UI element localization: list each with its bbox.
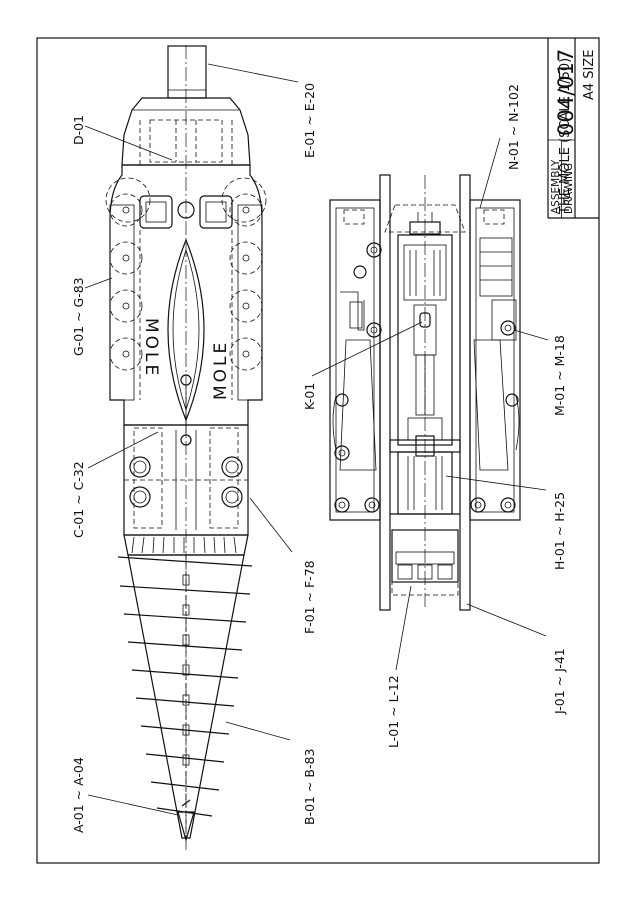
drill-cone bbox=[127, 554, 245, 839]
title-block: THE MOLE (SCALE 1/50) ASSEMBLY DRAWING 0… bbox=[547, 38, 599, 219]
rear-cap bbox=[121, 97, 251, 166]
label-e: E-01 ~ E-20 bbox=[302, 83, 317, 158]
label-m: M-01 ~ M-18 bbox=[552, 335, 567, 416]
wheel-set-right bbox=[229, 193, 263, 371]
drill-tip bbox=[177, 811, 195, 843]
side-rail-left bbox=[379, 174, 391, 611]
motor-box-right bbox=[199, 195, 233, 229]
wheel-set-left bbox=[109, 193, 143, 371]
label-n: N-01 ~ N-102 bbox=[506, 84, 521, 170]
mole-text-left: MOLE bbox=[141, 318, 161, 378]
label-b: B-01 ~ B-83 bbox=[302, 749, 317, 825]
side-rail-right bbox=[459, 174, 471, 611]
drawing-type-assembly: ASSEMBLY bbox=[550, 159, 562, 214]
label-d: D-01 bbox=[71, 115, 86, 145]
track-housing-left bbox=[329, 199, 381, 521]
label-l: L-01 ~ L-12 bbox=[386, 675, 401, 748]
cutter-box bbox=[391, 529, 459, 583]
paper-size: A4 SIZE bbox=[582, 49, 597, 100]
mole-side-view bbox=[329, 174, 521, 611]
sheet-number: 004/017 bbox=[554, 49, 578, 136]
central-cylinder bbox=[397, 234, 453, 446]
label-k: K-01 bbox=[302, 383, 317, 410]
mole-top-view: MOLE MOLE bbox=[105, 45, 267, 850]
center-bolt bbox=[177, 201, 195, 219]
part-labels: A-01 ~ A-04 B-01 ~ B-83 C-01 ~ C-32 D-01… bbox=[71, 83, 567, 833]
label-g: G-01 ~ G-83 bbox=[71, 277, 86, 356]
mole-text-right: MOLE bbox=[211, 340, 231, 400]
label-h: H-01 ~ H-25 bbox=[552, 492, 567, 570]
label-a: A-01 ~ A-04 bbox=[71, 757, 86, 833]
label-f: F-01 ~ F-78 bbox=[302, 560, 317, 634]
leader-lines bbox=[84, 63, 549, 816]
track-housing-right bbox=[469, 199, 521, 521]
drawing-title: THE MOLE (SCALE 1/50) bbox=[558, 58, 573, 215]
motor-box-left bbox=[139, 195, 173, 229]
screw-flights bbox=[117, 556, 253, 817]
drawing-frame bbox=[36, 37, 600, 864]
label-j: J-01 ~ J-41 bbox=[552, 648, 567, 715]
label-c: C-01 ~ C-32 bbox=[71, 461, 86, 538]
drawing-type-drawing: DRAWING bbox=[563, 163, 575, 214]
